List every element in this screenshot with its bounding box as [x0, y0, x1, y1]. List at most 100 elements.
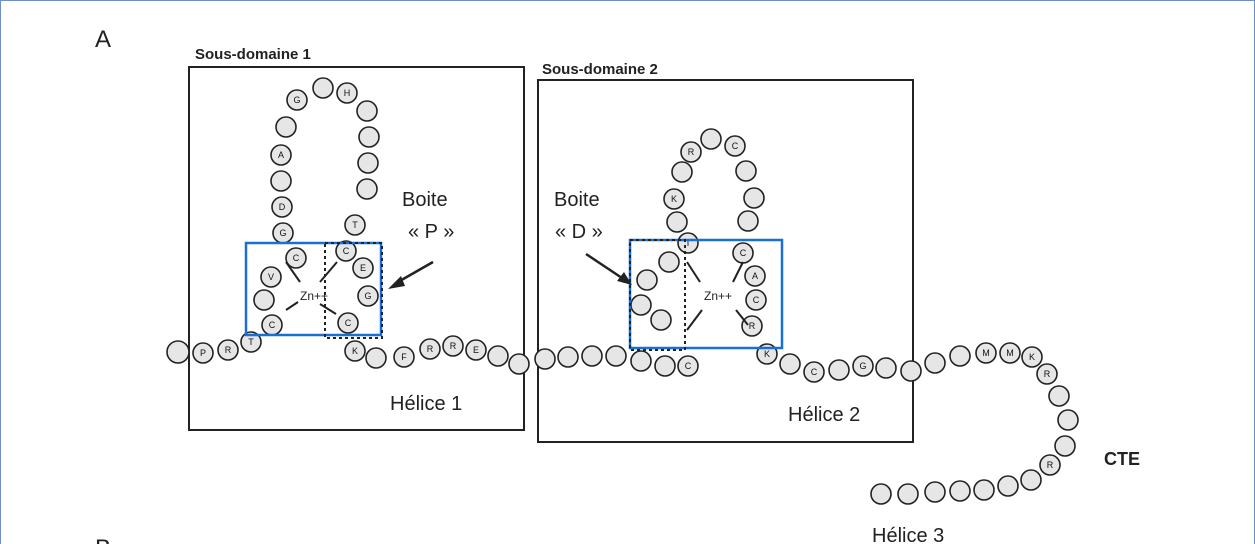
residue-letter: M	[982, 348, 990, 358]
residue-bead	[312, 77, 334, 99]
residue-bead	[534, 348, 556, 370]
residue-bead	[924, 481, 946, 503]
residue-letter: C	[811, 367, 818, 377]
residue-bead	[654, 355, 676, 377]
residue-letter: R	[427, 344, 434, 354]
residue-bead	[870, 483, 892, 505]
box-d-dotted	[629, 239, 686, 351]
residue-letter: G	[279, 228, 286, 238]
residue-bead: C	[337, 312, 359, 334]
residue-bead	[949, 345, 971, 367]
residue-bead: G	[286, 89, 308, 111]
box-p-label-line1: Boite	[402, 189, 448, 211]
residue-letter: C	[732, 141, 739, 151]
residue-bead: K	[663, 188, 685, 210]
residue-bead: F	[393, 346, 415, 368]
residue-letter: R	[1047, 460, 1054, 470]
residue-letter: C	[740, 248, 747, 258]
residue-bead	[275, 116, 297, 138]
residue-bead: D	[271, 196, 293, 218]
residue-letter: K	[352, 346, 358, 356]
residue-letter: C	[753, 295, 760, 305]
residue-bead: P	[192, 342, 214, 364]
residue-bead	[605, 345, 627, 367]
residue-bead: K	[1021, 346, 1043, 368]
residue-bead	[365, 347, 387, 369]
panel-a-letter: A	[95, 26, 111, 53]
residue-letter: C	[343, 246, 350, 256]
residue-letter: G	[364, 291, 371, 301]
residue-bead	[1054, 435, 1076, 457]
residue-bead	[743, 187, 765, 209]
residue-bead: E	[352, 257, 374, 279]
panel-b-letter: B	[95, 535, 111, 544]
residue-bead	[997, 475, 1019, 497]
residue-letter: F	[401, 352, 407, 362]
residue-bead: G	[357, 285, 379, 307]
residue-bead	[735, 160, 757, 182]
residue-letter: P	[200, 348, 206, 358]
box-p-arrow	[388, 260, 434, 289]
residue-bead: V	[260, 266, 282, 288]
residue-letter: V	[268, 272, 274, 282]
residue-letter: C	[293, 253, 300, 263]
residue-letter: A	[752, 271, 758, 281]
residue-bead	[897, 483, 919, 505]
residue-bead: M	[999, 342, 1021, 364]
residue-bead: T	[344, 214, 366, 236]
residue-bead	[875, 357, 897, 379]
residue-bead: I	[677, 232, 699, 254]
residue-bead	[636, 269, 658, 291]
residue-letter: K	[764, 349, 770, 359]
residue-letter: G	[293, 95, 300, 105]
residue-letter: A	[278, 150, 284, 160]
residue-bead	[1048, 385, 1070, 407]
residue-bead: C	[335, 240, 357, 262]
residue-letter: E	[473, 345, 479, 355]
residue-letter: K	[671, 194, 677, 204]
residue-bead: C	[677, 355, 699, 377]
residue-bead	[253, 289, 275, 311]
residue-letter: T	[352, 220, 358, 230]
helix-3-label: Hélice 3	[872, 525, 944, 544]
residue-bead	[487, 345, 509, 367]
residue-bead: C	[732, 242, 754, 264]
residue-letter: T	[248, 337, 254, 347]
residue-letter: H	[344, 88, 351, 98]
residue-bead	[973, 479, 995, 501]
residue-bead	[658, 251, 680, 273]
zinc-label-1: Zn++	[300, 289, 328, 303]
residue-bead	[779, 353, 801, 375]
residue-letter: K	[1029, 352, 1035, 362]
residue-letter: M	[1006, 348, 1014, 358]
subdomain-1-box	[188, 66, 525, 431]
residue-bead	[924, 352, 946, 374]
residue-bead	[700, 128, 722, 150]
residue-letter: D	[279, 202, 286, 212]
zn-coordination-lines-2	[686, 261, 749, 331]
residue-bead: C	[285, 247, 307, 269]
residue-letter: C	[269, 320, 276, 330]
residue-bead	[630, 350, 652, 372]
residue-bead	[737, 210, 759, 232]
box-d-label-line2: « D »	[555, 221, 603, 243]
residue-letter: E	[360, 263, 366, 273]
residue-bead: M	[975, 342, 997, 364]
zn-coordination-lines-1	[285, 261, 338, 315]
residue-letter: R	[749, 321, 756, 331]
residue-bead: R	[1039, 454, 1061, 476]
residue-bead	[630, 294, 652, 316]
residue-bead: C	[724, 135, 746, 157]
residue-bead	[356, 100, 378, 122]
box-p-dotted	[324, 242, 383, 339]
residue-letter: R	[1044, 369, 1051, 379]
residue-bead: G	[852, 355, 874, 377]
residue-bead: H	[336, 82, 358, 104]
residue-bead	[358, 126, 380, 148]
cte-label: CTE	[1104, 449, 1140, 469]
residue-bead	[1020, 469, 1042, 491]
residue-bead	[356, 178, 378, 200]
residue-letter: C	[685, 361, 692, 371]
